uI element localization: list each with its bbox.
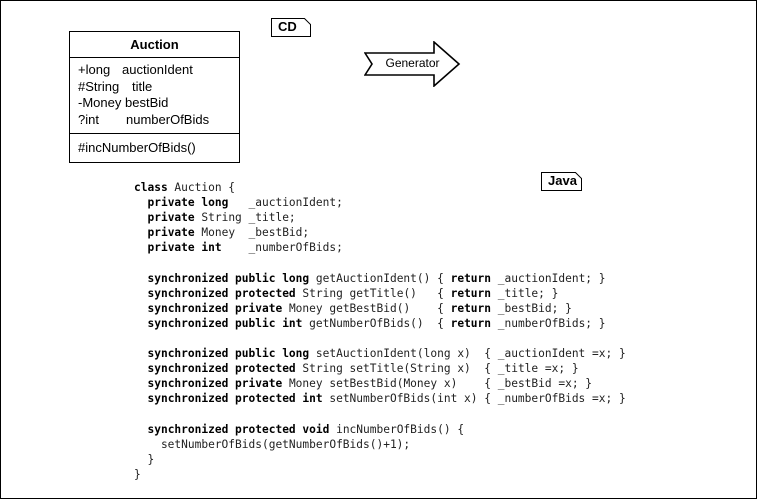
uml-attribute: #String title — [78, 79, 239, 96]
code-keyword: private — [147, 211, 195, 225]
code-text: } — [134, 452, 155, 466]
code-keyword: return — [450, 286, 492, 300]
code-line: synchronized protected int setNumberOfBi… — [134, 391, 626, 406]
attribute-name: title — [132, 78, 153, 94]
code-text: _numberOfBids; — [221, 241, 343, 255]
code-text: _bestBid; } — [491, 301, 572, 315]
attribute-type: ?int — [78, 111, 99, 127]
code-line: setNumberOfBids(getNumberOfBids()+1); — [134, 437, 626, 452]
code-keyword: private — [147, 226, 195, 240]
code-line: synchronized private Money setBestBid(Mo… — [134, 376, 626, 391]
code-line: private String _title; — [134, 210, 626, 225]
code-text — [134, 347, 147, 360]
uml-attributes: +long auctionIdent #String title -Money … — [70, 58, 239, 134]
attribute-type: #String — [78, 78, 120, 94]
code-text: getAuctionIdent() { — [309, 271, 451, 285]
java-code-block: class Auction { private long _auctionIde… — [134, 180, 626, 482]
code-text — [134, 272, 147, 285]
code-text: setNumberOfBids(int x) { _numberOfBids =… — [322, 392, 626, 406]
code-keyword: synchronized protected int — [147, 392, 323, 406]
code-text: Money setBestBid(Money x) { _bestBid =x;… — [282, 377, 593, 391]
attribute-type: +long — [78, 62, 111, 77]
code-keyword: synchronized public int — [147, 316, 303, 330]
code-line — [134, 331, 626, 346]
code-line: class Auction { — [134, 180, 626, 195]
code-keyword: synchronized protected — [147, 362, 296, 376]
code-line: synchronized protected void incNumberOfB… — [134, 422, 626, 437]
code-text: _title; } — [491, 286, 559, 300]
code-text — [134, 392, 147, 405]
code-text: String getTitle() { — [295, 286, 451, 300]
code-line: } — [134, 467, 626, 482]
code-text — [134, 287, 147, 300]
code-text: getNumberOfBids() { — [302, 316, 451, 330]
code-text — [134, 423, 147, 436]
code-text — [134, 362, 147, 375]
cd-tag: CD — [271, 18, 311, 37]
code-keyword: return — [450, 316, 492, 330]
attribute-type: -Money — [78, 95, 122, 110]
code-text: Money getBestBid() { — [282, 301, 451, 315]
code-text: String _title; — [194, 211, 296, 225]
code-keyword: class — [134, 181, 168, 194]
cd-tag-label: CD — [278, 19, 297, 34]
code-line — [134, 255, 626, 270]
code-line: private long _auctionIdent; — [134, 195, 626, 210]
code-text — [134, 317, 147, 330]
uml-attribute: -Money bestBid — [78, 95, 239, 112]
code-line: synchronized private Money getBestBid() … — [134, 301, 626, 316]
code-text: setAuctionIdent(long x) { _auctionIdent … — [309, 347, 626, 361]
code-line: synchronized protected String setTitle(S… — [134, 361, 626, 376]
generator-label: Generator — [385, 56, 440, 70]
code-text: Auction { — [167, 181, 236, 194]
tag-fold-icon — [304, 18, 311, 25]
code-line: synchronized public long getAuctionIdent… — [134, 271, 626, 286]
java-tag: Java — [541, 172, 582, 191]
generator-arrow-icon — [364, 41, 461, 87]
code-line: synchronized protected String getTitle()… — [134, 286, 626, 301]
code-text — [134, 302, 147, 315]
code-text: Money _bestBid; — [194, 226, 310, 240]
code-text — [134, 226, 147, 239]
code-text — [134, 377, 147, 390]
code-keyword: private long — [147, 196, 229, 210]
code-keyword: return — [450, 271, 492, 285]
code-keyword: private int — [147, 241, 222, 255]
uml-class-name: Auction — [70, 32, 239, 58]
code-keyword: synchronized public long — [147, 271, 310, 285]
code-text: } — [134, 467, 141, 481]
uml-operations: #incNumberOfBids() — [70, 134, 239, 156]
code-keyword: synchronized private — [147, 377, 283, 391]
code-line — [134, 406, 626, 421]
code-line: private Money _bestBid; — [134, 225, 626, 240]
attribute-name: auctionIdent — [122, 62, 193, 77]
code-keyword: synchronized public long — [147, 347, 310, 361]
code-text: _numberOfBids; } — [491, 316, 606, 330]
attribute-name: bestBid — [125, 95, 169, 110]
java-tag-label: Java — [548, 173, 577, 188]
tag-fold-icon — [575, 172, 582, 179]
code-line: synchronized public long setAuctionIdent… — [134, 346, 626, 361]
code-keyword: synchronized protected — [147, 286, 296, 300]
code-text: _auctionIdent; — [228, 196, 343, 210]
code-text — [134, 241, 147, 254]
uml-attribute: +long auctionIdent — [78, 62, 239, 79]
code-text: String setTitle(String x) { _title =x; } — [295, 362, 579, 376]
code-keyword: synchronized private — [147, 301, 283, 315]
code-text — [134, 196, 147, 209]
code-text: _auctionIdent; } — [491, 271, 606, 285]
uml-class-auction: Auction +long auctionIdent #String title… — [69, 31, 240, 163]
code-line: } — [134, 452, 626, 467]
code-keyword: synchronized protected void — [147, 422, 330, 436]
uml-attribute: ?int numberOfBids — [78, 112, 239, 129]
code-line: private int _numberOfBids; — [134, 240, 626, 255]
uml-operation: #incNumberOfBids() — [78, 140, 196, 155]
code-text — [134, 211, 147, 224]
code-line: synchronized public int getNumberOfBids(… — [134, 316, 626, 331]
code-text: setNumberOfBids(getNumberOfBids()+1); — [134, 437, 411, 451]
code-text: incNumberOfBids() { — [329, 422, 465, 436]
attribute-name: numberOfBids — [126, 111, 210, 127]
code-keyword: return — [450, 301, 492, 315]
